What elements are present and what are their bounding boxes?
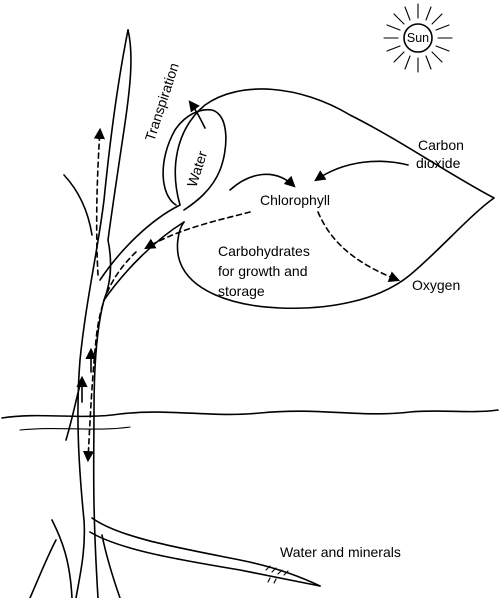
leaf-outline	[174, 88, 495, 310]
stem-downward-dashed-arrow	[82, 251, 137, 463]
stem-outline-right	[92, 29, 132, 598]
water-and-minerals-label: Water and minerals	[280, 544, 401, 560]
carbon-dioxide-label-2: dioxide	[416, 155, 461, 171]
transpiration-label: Transpiration	[142, 61, 182, 143]
carbohydrates-label-1: Carbohydrates	[218, 243, 310, 259]
root-upper	[91, 517, 321, 587]
carbon-dioxide-label-1: Carbon	[418, 137, 464, 153]
petiole-lower	[103, 221, 185, 301]
oxygen-label: Oxygen	[412, 277, 460, 293]
sun-label: Sun	[407, 31, 429, 45]
water-label: Water	[184, 149, 211, 189]
chlorophyll-label: Chlorophyll	[260, 192, 330, 208]
water-to-chlorophyll-arrow	[229, 173, 296, 191]
root-lower	[89, 531, 321, 587]
root-shoot-left	[51, 519, 73, 598]
carbohydrates-label-2: for growth and	[218, 263, 308, 279]
carbohydrates-arrow	[144, 211, 251, 250]
ground-detail	[19, 426, 131, 431]
stem-outline-left	[75, 29, 129, 598]
root-hairs	[265, 565, 289, 584]
sun-icon	[383, 3, 453, 73]
root-shoot-right	[101, 534, 121, 598]
carbohydrates-label-3: storage	[218, 283, 265, 299]
oxygen-arrow	[317, 211, 401, 282]
petiole-upper	[99, 204, 181, 281]
stem-upward-dashed-arrow	[93, 127, 105, 276]
carbon-dioxide-arrow	[314, 160, 409, 182]
side-branch	[63, 174, 93, 236]
ground-line	[1, 409, 499, 419]
ground-shoot	[65, 384, 81, 441]
transpiration-arrow	[188, 100, 206, 129]
root-shoot-far-left	[29, 539, 57, 598]
water-channel	[162, 108, 227, 211]
